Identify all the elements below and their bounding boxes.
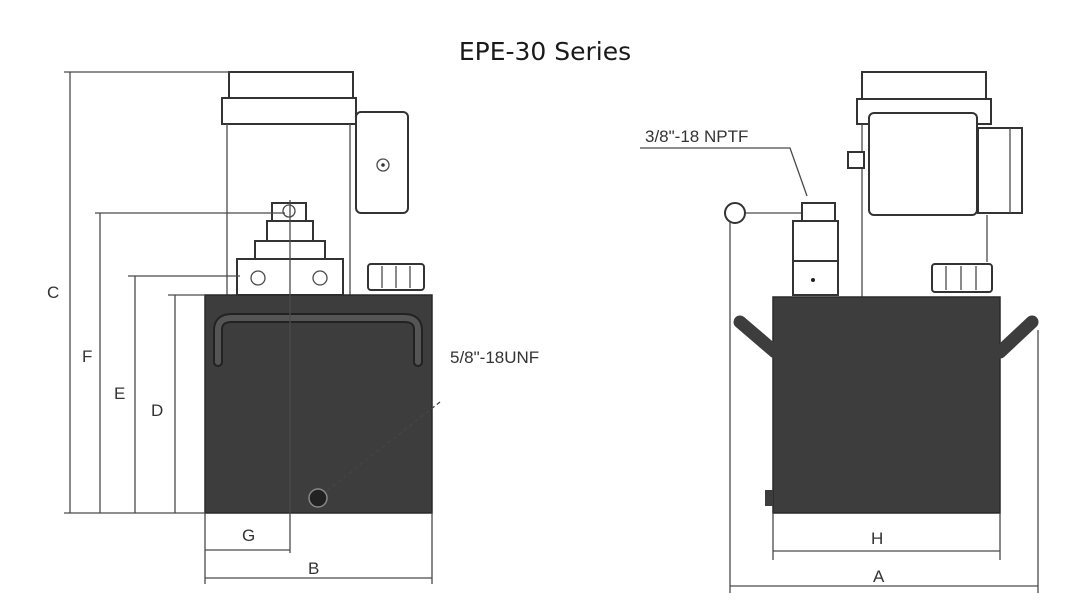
reservoir-tank xyxy=(772,296,1001,514)
valve-lever-knob xyxy=(724,202,746,224)
reservoir-tank xyxy=(204,294,433,514)
dimension-lines xyxy=(729,222,1039,593)
right-lift-handle xyxy=(993,315,1039,359)
dim-label-e: E xyxy=(114,384,125,403)
motor xyxy=(221,71,357,295)
dim-label-c: C xyxy=(47,283,59,302)
port-callout-unf: 5/8"-18UNF xyxy=(450,348,539,367)
junction-box xyxy=(847,112,1023,216)
port-plug xyxy=(308,488,328,508)
right-view: H A 3/8"-18 NPTF xyxy=(640,71,1039,593)
valve-block xyxy=(724,202,839,296)
dim-label-a: A xyxy=(873,567,885,586)
dim-label-h: H xyxy=(871,529,883,548)
left-view: C F E D G B 5/8"-18UNF xyxy=(47,71,539,584)
port-callout-nptf: 3/8"-18 NPTF xyxy=(645,127,748,146)
left-lift-handle xyxy=(733,315,782,359)
breather-cap xyxy=(931,263,993,293)
junction-box xyxy=(355,111,409,214)
breather-cap xyxy=(367,263,425,291)
port-leader-line xyxy=(640,147,808,197)
dim-label-f: F xyxy=(82,347,92,366)
dim-label-d: D xyxy=(151,401,163,420)
port-leader-line xyxy=(323,401,441,494)
dimension-lines xyxy=(64,71,433,584)
drawing-title: EPE-30 Series xyxy=(459,37,631,66)
dim-label-b: B xyxy=(308,559,319,578)
dim-label-g: G xyxy=(242,526,255,545)
cable-gland xyxy=(847,151,865,169)
drain-plug xyxy=(765,490,773,506)
